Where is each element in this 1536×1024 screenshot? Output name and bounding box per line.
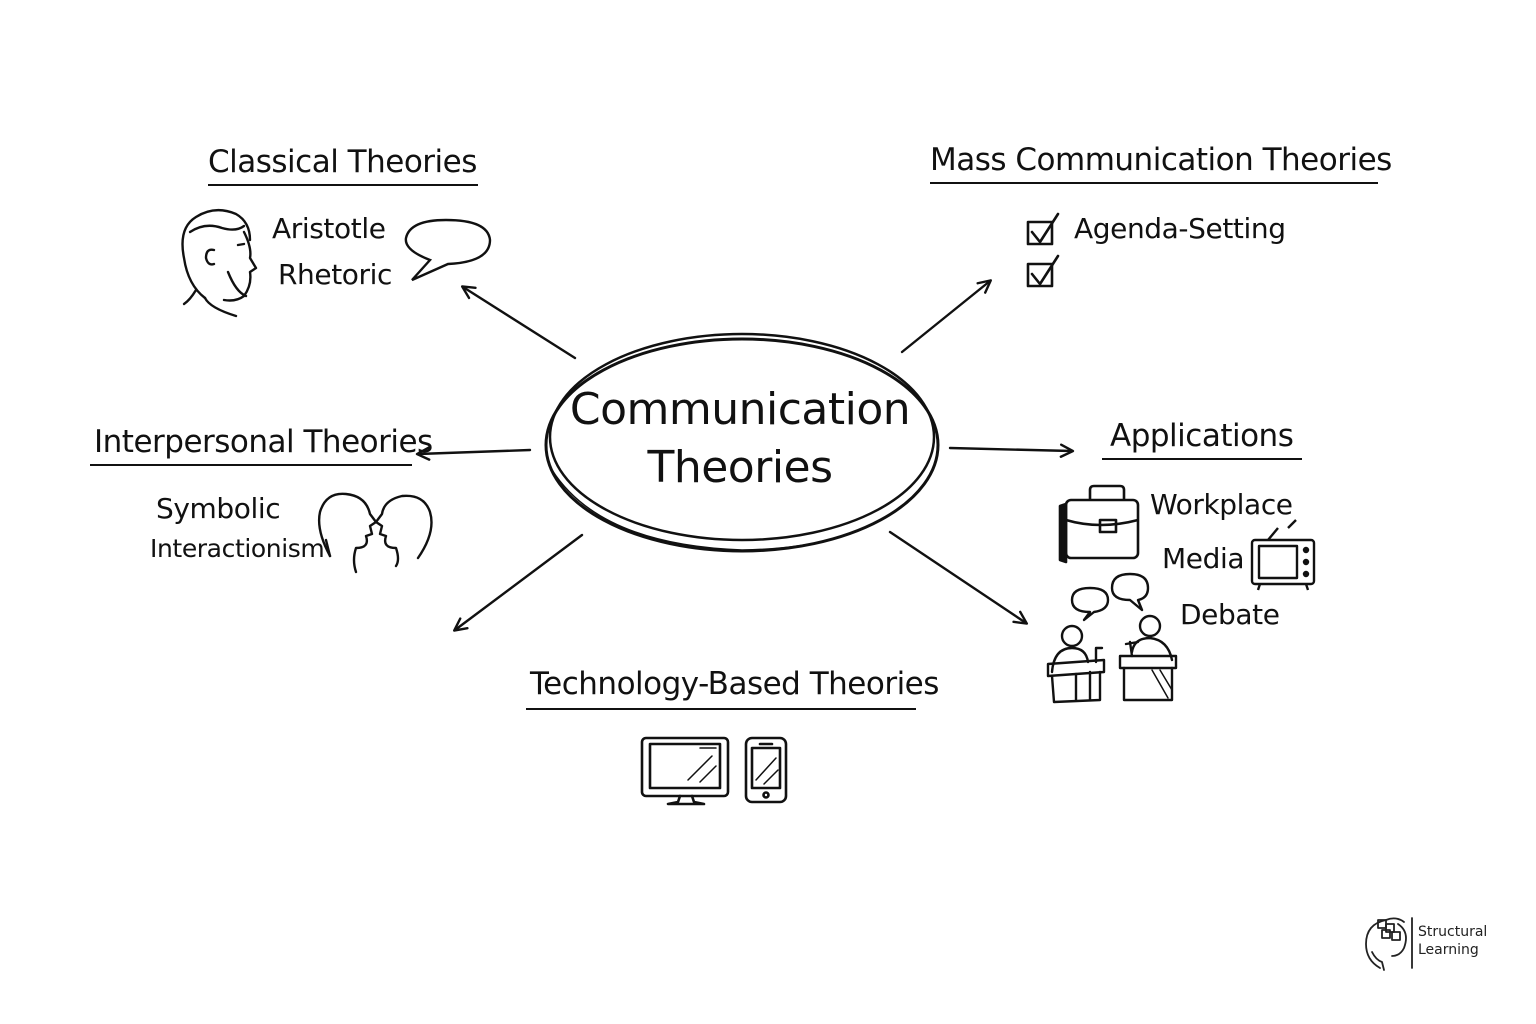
arrow-to-interpersonal: [415, 446, 532, 461]
mass-item-agenda-setting: Agenda-Setting: [1074, 212, 1286, 245]
aristotle-portrait-icon: [181, 209, 258, 318]
interpersonal-item-symbolic: Symbolic: [156, 492, 281, 525]
applications-item-workplace: Workplace: [1150, 488, 1293, 521]
central-ellipse: [544, 332, 940, 553]
smartphone-icon: [744, 736, 788, 804]
applications-heading: Applications: [1110, 418, 1294, 454]
arrow-to-classical: [460, 285, 577, 360]
branch-arrows: [415, 279, 1075, 632]
interpersonal-item-interactionism: Interactionism: [150, 534, 325, 563]
technology-theories-heading: Technology-Based Theories: [530, 666, 939, 702]
central-topic-line2: Theories: [647, 442, 833, 493]
interpersonal-theories-heading: Interpersonal Theories: [94, 424, 433, 460]
debate-podiums-icon: [1046, 572, 1178, 704]
classical-theories-heading: Classical Theories: [208, 144, 477, 180]
interpersonal-theories-underline: [90, 464, 412, 466]
brain-logo-icon: [1365, 917, 1413, 971]
technology-theories-underline: [526, 708, 916, 710]
central-topic-line1: Communication: [569, 384, 911, 435]
logo-text-line2: Learning: [1418, 942, 1479, 958]
classical-theories-underline: [208, 184, 478, 186]
classical-item-aristotle: Aristotle: [272, 212, 386, 245]
arrow-to-mass: [900, 279, 992, 354]
applications-underline: [1102, 458, 1302, 460]
logo-text-line1: Structural: [1418, 924, 1488, 940]
applications-item-debate: Debate: [1180, 598, 1280, 631]
checkbox-checked-icon: [1026, 212, 1060, 246]
applications-item-media: Media: [1162, 542, 1245, 575]
television-icon: [1250, 519, 1316, 591]
checkbox-checked-icon: [1026, 254, 1060, 288]
arrow-to-applications: [948, 443, 1075, 458]
speech-bubble-icon: [404, 218, 492, 282]
briefcase-icon: [1058, 484, 1140, 564]
desktop-monitor-icon: [640, 736, 730, 806]
arrow-to-technology: [452, 533, 584, 632]
classical-item-rhetoric: Rhetoric: [278, 258, 393, 291]
mass-communication-heading: Mass Communication Theories: [930, 142, 1392, 178]
mass-communication-underline: [930, 182, 1378, 184]
arrow-to-debate: [888, 530, 1029, 625]
two-heads-facing-icon: [317, 492, 433, 574]
